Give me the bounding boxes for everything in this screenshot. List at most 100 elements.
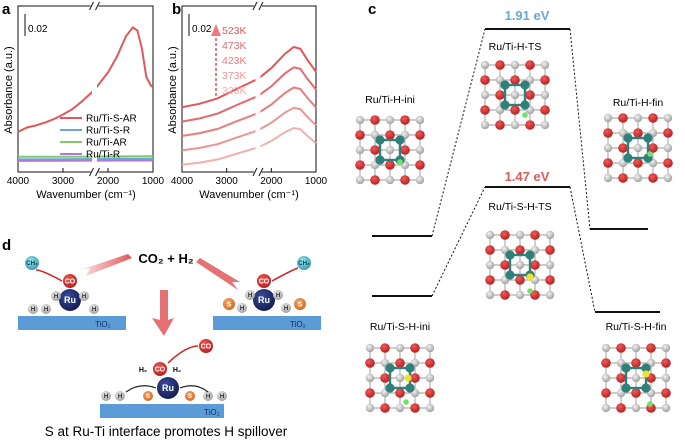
o-atom bbox=[510, 75, 520, 85]
ti-atom bbox=[601, 373, 611, 383]
ru-cluster bbox=[378, 138, 402, 162]
h-atom-left bbox=[51, 291, 61, 301]
atomic-structure bbox=[480, 60, 550, 130]
o-atom bbox=[515, 275, 525, 285]
o-atom bbox=[618, 173, 628, 183]
o-atom bbox=[380, 343, 390, 353]
arrow-left bbox=[80, 254, 132, 276]
atomic-structure bbox=[365, 343, 435, 413]
h-atom bbox=[647, 401, 653, 407]
tio2-label-right: TiO₂ bbox=[290, 320, 306, 329]
o-atom bbox=[616, 343, 626, 353]
ti-atom bbox=[663, 113, 673, 123]
h-atom-left-label: H bbox=[54, 294, 58, 300]
panel-b-scale-label: 0.02 bbox=[192, 24, 212, 35]
ti-atom bbox=[510, 90, 520, 100]
o-atom bbox=[633, 158, 643, 168]
panel-b-series bbox=[181, 7, 317, 171]
panel-a-break-mark bbox=[89, 1, 94, 11]
ru-atom bbox=[385, 383, 395, 393]
panel-b-break-mark bbox=[252, 167, 258, 177]
s-atom-right-a-label: S bbox=[227, 301, 232, 308]
ti-atom bbox=[661, 373, 671, 383]
tio2-support-left bbox=[18, 316, 126, 330]
reactants-label: CO₂ + H₂ bbox=[138, 251, 193, 266]
o-atom bbox=[633, 128, 643, 138]
o-atom bbox=[425, 358, 435, 368]
o-atom bbox=[603, 158, 613, 168]
ru-atom bbox=[621, 383, 631, 393]
reaction-path-connectors bbox=[431, 28, 596, 313]
o-atom bbox=[631, 358, 641, 368]
tio2-support-bottom bbox=[100, 404, 224, 418]
h-atom-right-label: H bbox=[276, 293, 280, 299]
h-atom-bottom bbox=[101, 391, 111, 401]
ru-atom bbox=[623, 153, 633, 163]
o-atom bbox=[425, 388, 435, 398]
s-atom-bottom-a-label: S bbox=[146, 394, 150, 400]
atomic-structure bbox=[601, 343, 671, 413]
ti-atom bbox=[385, 145, 395, 155]
series-line-ru-ti-s-ar bbox=[17, 26, 154, 133]
state-label-h-ts: Ru/Ti-H-TS bbox=[489, 41, 542, 53]
ru-atom bbox=[505, 270, 515, 280]
ti-atom bbox=[661, 403, 671, 413]
panel-a-xlabel: Wavenumber (cm⁻¹) bbox=[36, 189, 136, 201]
ti-atom bbox=[510, 60, 520, 70]
o-atom bbox=[495, 120, 505, 130]
atomic-structure bbox=[355, 115, 425, 185]
ti-atom bbox=[633, 113, 643, 123]
o-atom bbox=[646, 343, 656, 353]
ti-atom bbox=[510, 120, 520, 130]
panel-b-break-mark bbox=[258, 167, 264, 177]
o-atom bbox=[648, 173, 658, 183]
panel-a-break-mark bbox=[89, 167, 94, 177]
ru-atom-bottom bbox=[157, 377, 179, 399]
o-atom bbox=[495, 60, 505, 70]
h-atom-left-label: H bbox=[31, 307, 35, 313]
o-atom bbox=[370, 115, 380, 125]
o-atom bbox=[410, 403, 420, 413]
tio2-label-left: TiO₂ bbox=[95, 320, 111, 329]
h-atom-bottom bbox=[217, 391, 227, 401]
panel-b-x-tick-label: 3000 bbox=[216, 176, 239, 187]
h-atom-right-label: H bbox=[248, 293, 252, 299]
ti-atom bbox=[480, 120, 490, 130]
ti-atom bbox=[515, 290, 525, 300]
co-molecule-bottom-bound-label: CO bbox=[155, 366, 166, 373]
o-atom bbox=[631, 388, 641, 398]
curved-arrow-left bbox=[35, 269, 63, 282]
h-atom-bottom-label: H bbox=[118, 394, 122, 400]
state-label-h-fin: Ru/Ti-H-fin bbox=[613, 97, 664, 109]
ti-atom bbox=[385, 115, 395, 125]
ti-atom bbox=[601, 403, 611, 413]
h-atom-right bbox=[281, 303, 291, 313]
panel-b-break-mark bbox=[258, 1, 264, 11]
o-atom bbox=[661, 358, 671, 368]
ru-atom bbox=[395, 135, 405, 145]
s-atom-bottom-b-label: S bbox=[188, 394, 192, 400]
ti-atom bbox=[365, 373, 375, 383]
panel-a-scale-label: 0.02 bbox=[28, 24, 48, 35]
o-atom bbox=[648, 143, 658, 153]
series-line-423k bbox=[181, 86, 317, 137]
o-atom bbox=[395, 358, 405, 368]
h-atom-right-label: H bbox=[284, 306, 288, 312]
co-molecule-bottom-released-label: CO bbox=[201, 343, 212, 350]
ti-atom bbox=[365, 343, 375, 353]
panel-label-a: a bbox=[2, 1, 11, 18]
s-atom bbox=[404, 374, 412, 382]
co-molecule-bottom-bound bbox=[153, 362, 167, 376]
h-atom-right bbox=[237, 303, 247, 313]
ti-atom bbox=[631, 373, 641, 383]
panel-a-break-gap bbox=[90, 3, 99, 9]
o-atom bbox=[525, 60, 535, 70]
ru-atom bbox=[375, 155, 385, 165]
o-atom bbox=[385, 160, 395, 170]
s-atom-bottom-a bbox=[143, 391, 153, 401]
ti-atom bbox=[545, 260, 555, 270]
ru-atom bbox=[500, 100, 510, 110]
series-line-373k bbox=[181, 106, 317, 152]
